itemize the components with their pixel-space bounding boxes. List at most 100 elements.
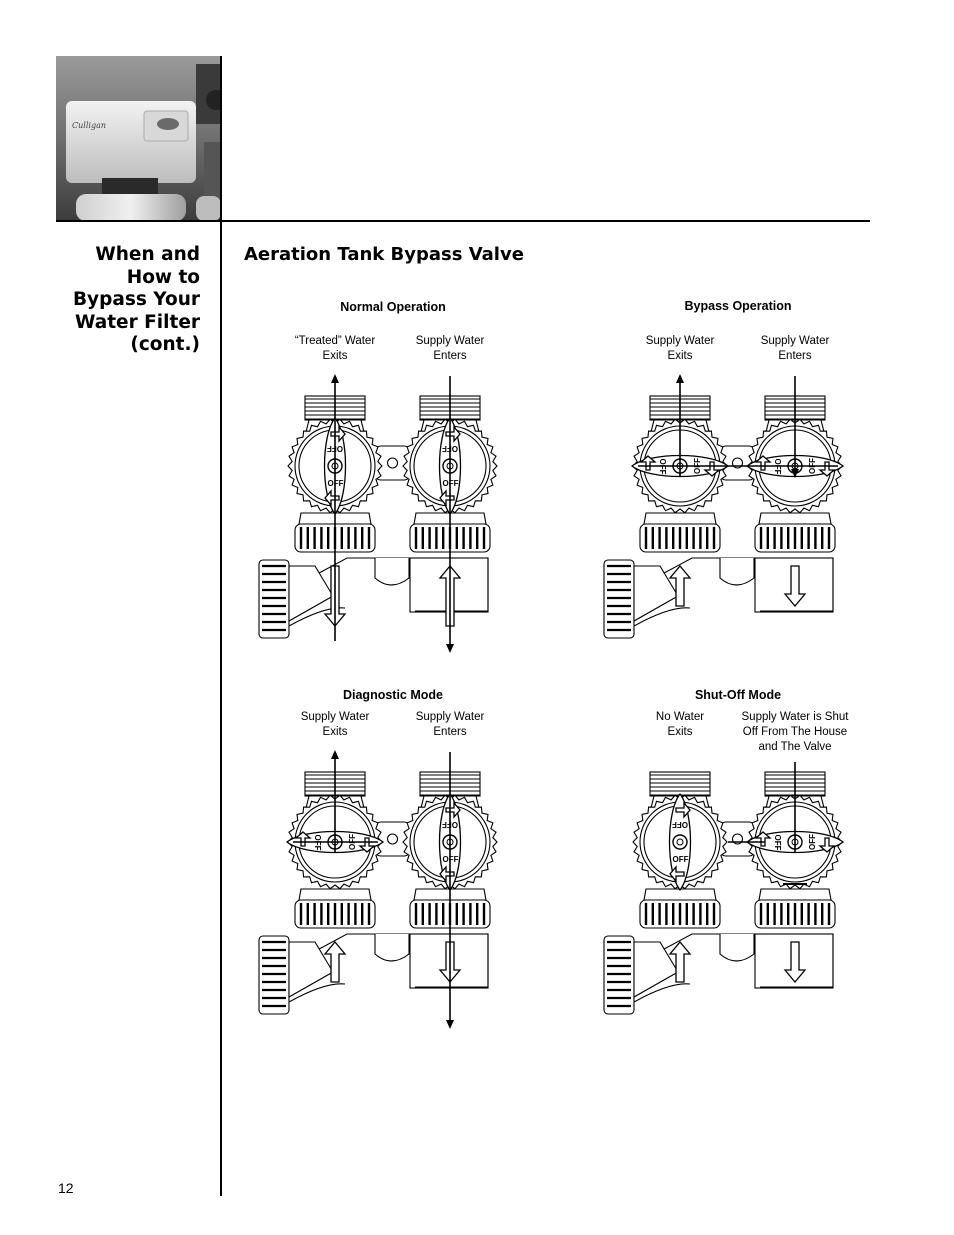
knob-arrow-icon: [754, 831, 772, 847]
left-label: Supply Water Exits: [270, 710, 400, 740]
off-label: OFF: [808, 834, 817, 850]
collar-neck: [643, 888, 717, 901]
base-contour: [633, 983, 691, 1003]
connector-body: [288, 941, 334, 998]
flow-arrow-icon: [323, 940, 347, 983]
knob-arrow-icon: [675, 801, 691, 819]
right-label-line: and The Valve: [758, 741, 832, 753]
right-label: Supply Water is Shut Off From The House …: [730, 710, 860, 755]
base-column: [754, 933, 834, 989]
bridge-screw: [386, 833, 399, 845]
right-label-line: Enters: [433, 726, 467, 738]
knob-arrow-icon: [703, 461, 721, 477]
left-label: “Treated” Water Exits: [270, 334, 400, 364]
connector-body: [288, 565, 334, 622]
connector-body: [633, 565, 679, 622]
diagram-title: Bypass Operation: [684, 299, 792, 313]
knob-arrow-icon: [445, 801, 461, 819]
collar-neck: [298, 888, 372, 901]
side-title-line: Water Filter: [74, 311, 200, 333]
off-label: OFF: [672, 820, 688, 829]
right-label: Supply Water Enters: [385, 334, 515, 364]
knob-arrow-icon: [818, 461, 836, 477]
threaded-outlet: [649, 771, 711, 797]
base-port: [374, 934, 410, 962]
knob-arrow-icon: [439, 489, 455, 507]
base-port: [374, 558, 410, 586]
knob-arrow-icon: [669, 865, 685, 883]
right-label-line: Supply Water: [760, 335, 830, 347]
diagram-title: Diagnostic Mode: [342, 688, 443, 702]
base-port: [719, 934, 755, 962]
bridge-screw: [386, 457, 399, 469]
side-title: When and How to Bypass Your Water Filter…: [30, 244, 200, 357]
horizontal-rule: [56, 220, 870, 222]
diagram-title: Normal Operation: [340, 300, 446, 314]
base-contour: [288, 607, 346, 627]
flow-line-arrowhead: [446, 1020, 454, 1029]
valve-base: [603, 821, 834, 1015]
off-label: OFF: [673, 855, 689, 864]
diagram-diagnostic-mode: Diagnostic Mode Supply Water Exits Suppl…: [243, 672, 543, 1052]
knob-arrow-icon: [445, 425, 461, 443]
flow-line-arrowhead: [331, 374, 339, 383]
flow-line-arrowhead: [331, 750, 339, 759]
off-label: OFF: [773, 835, 782, 851]
left-label-line: Exits: [322, 726, 348, 738]
side-title-line: Bypass Your: [72, 289, 200, 310]
base-column: [754, 557, 834, 613]
knob-arrow-icon: [639, 455, 657, 471]
base-contour: [633, 607, 691, 627]
knob-arrow-icon: [818, 837, 836, 853]
knob-arrow-icon: [754, 455, 772, 471]
flow-arrow-icon: [668, 940, 692, 983]
right-label-line: Off From The House: [742, 726, 848, 738]
flow-line-arrowhead: [446, 644, 454, 653]
knob-arrow-icon: [294, 831, 312, 847]
left-label-line: Exits: [667, 726, 693, 738]
side-title-line: How to: [126, 266, 200, 288]
valve-drawing: OFF OFF OFF OFF: [603, 762, 845, 1015]
valve-base: [258, 821, 489, 1015]
side-title-line: When and: [95, 244, 200, 265]
valve-knob: OFF OFF: [668, 792, 692, 892]
knob-arrow-icon: [439, 865, 455, 883]
left-label-line: Exits: [667, 350, 693, 362]
flow-arrow-icon: [783, 565, 807, 608]
base-column: [409, 933, 489, 989]
right-label: Supply Water Enters: [730, 334, 860, 364]
connector-body: [633, 941, 679, 998]
left-label-line: Supply Water: [645, 335, 715, 347]
knob-arrow-icon: [330, 425, 346, 443]
right-label-line: Supply Water is Shut: [741, 711, 849, 723]
vertical-rule: [220, 56, 222, 1196]
page-number: 12: [58, 1180, 74, 1196]
base-port: [719, 558, 755, 586]
right-label-line: Enters: [778, 350, 812, 362]
svg-text:Culligan: Culligan: [72, 121, 106, 130]
left-label: No Water Exits: [615, 710, 745, 740]
flow-arrow-icon: [668, 564, 692, 607]
right-label-line: Enters: [433, 350, 467, 362]
left-label-line: “Treated” Water: [294, 335, 376, 347]
valve-base: [603, 445, 834, 639]
knob-hub-center: [676, 838, 684, 846]
left-label-line: Exits: [322, 350, 348, 362]
diagram-shut-off-mode: Shut-Off Mode No Water Exits Supply Wate…: [588, 672, 888, 1052]
collar-neck: [758, 512, 832, 525]
right-label-line: Supply Water: [415, 711, 485, 723]
left-label: Supply Water Exits: [615, 334, 745, 364]
side-title-line: (cont.): [130, 334, 200, 355]
diagram-normal-operation: Normal Operation “Treated” Water Exits S…: [243, 296, 543, 676]
left-label-line: No Water: [655, 711, 705, 723]
right-label-line: Supply Water: [415, 335, 485, 347]
collar-neck: [643, 512, 717, 525]
flow-line-arrowhead: [791, 469, 799, 478]
flow-arrow-icon: [783, 941, 807, 984]
filter-unit-photo: Culligan: [56, 56, 221, 221]
section-title: Aeration Tank Bypass Valve: [244, 244, 524, 265]
knob-arrow-icon: [358, 837, 376, 853]
